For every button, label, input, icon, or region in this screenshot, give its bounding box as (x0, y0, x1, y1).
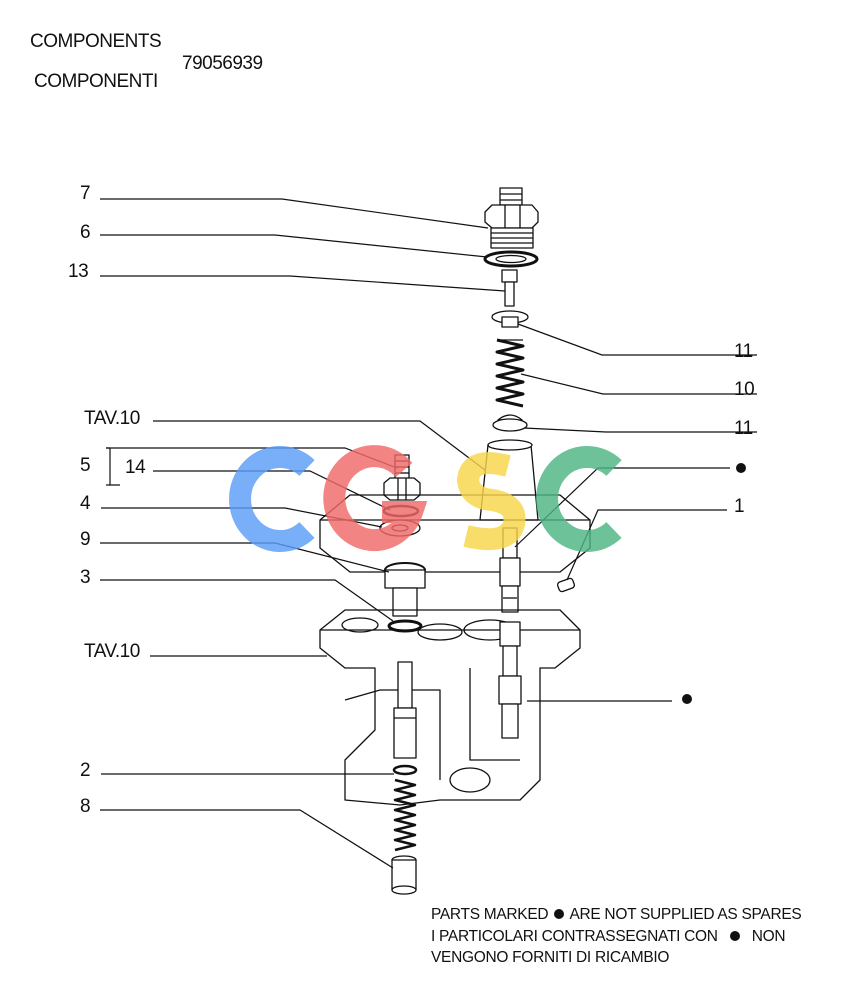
part-9-valve (384, 562, 426, 617)
callout-8: 8 (80, 796, 90, 817)
callout-13: 13 (68, 261, 88, 282)
part-number: 79056939 (182, 53, 263, 74)
main-housing (319, 609, 581, 806)
bullet-dot-icon (554, 909, 565, 919)
note-line-2-end: NON (751, 928, 786, 945)
callout-9: 9 (80, 529, 90, 550)
watermark-cgsc (229, 445, 622, 552)
callout-3: 3 (80, 567, 90, 588)
leader-lines (100, 198, 757, 869)
note-line-2: I PARTICOLARI CONTRASSEGNATI CON NON (431, 928, 786, 945)
part-10-spring (495, 338, 525, 408)
left-piston (393, 661, 417, 759)
callout-10: 10 (734, 379, 754, 400)
lower-right-rod (498, 621, 522, 739)
watermark-letter-s (456, 452, 526, 550)
callout-labels: 7 6 13 11 10 TAV.10 11 5 14 4 1 9 3 TAV.… (68, 183, 755, 817)
part-11-lower-seat (492, 414, 528, 432)
part-6-washer (483, 250, 539, 268)
part-2-spring (392, 764, 418, 852)
part-7-fitting (484, 187, 539, 249)
bullet-dot-icon (729, 931, 740, 941)
part-1-small-pin (556, 577, 576, 593)
watermark-letter-g (323, 445, 428, 552)
part-13-pin (501, 269, 518, 307)
note-line-2-start: I PARTICOLARI CONTRASSEGNATI CON (431, 928, 718, 945)
watermark-letter-c1 (229, 446, 315, 552)
callout-2: 2 (80, 760, 90, 781)
part-11-upper-seat (491, 310, 529, 328)
callout-7: 7 (80, 183, 90, 204)
callout-tav10-lower: TAV.10 (84, 641, 140, 662)
part-3-oring (387, 619, 423, 633)
dot-marker-upper (736, 463, 746, 473)
note-line-1-start: PARTS MARKED (431, 906, 549, 923)
callout-14: 14 (125, 457, 146, 478)
part-8-plug (391, 855, 417, 895)
callout-4: 4 (80, 493, 91, 514)
callout-1: 1 (734, 496, 744, 517)
callout-tav10-upper: TAV.10 (84, 408, 140, 429)
callout-11-upper: 11 (734, 341, 753, 362)
note-line-3: VENGONO FORNITI DI RICAMBIO (431, 949, 670, 966)
header-title-it: COMPONENTI (34, 71, 158, 92)
note-line-1-end: ARE NOT SUPPLIED AS SPARES (569, 906, 802, 923)
watermark-letter-c2 (536, 446, 622, 552)
callout-6: 6 (80, 222, 90, 243)
dot-marker-lower (682, 694, 692, 704)
header-title-en: COMPONENTS (30, 31, 162, 52)
callout-5: 5 (80, 455, 90, 476)
callout-11-lower: 11 (734, 418, 753, 439)
note-line-1: PARTS MARKED ARE NOT SUPPLIED AS SPARES (431, 906, 802, 923)
